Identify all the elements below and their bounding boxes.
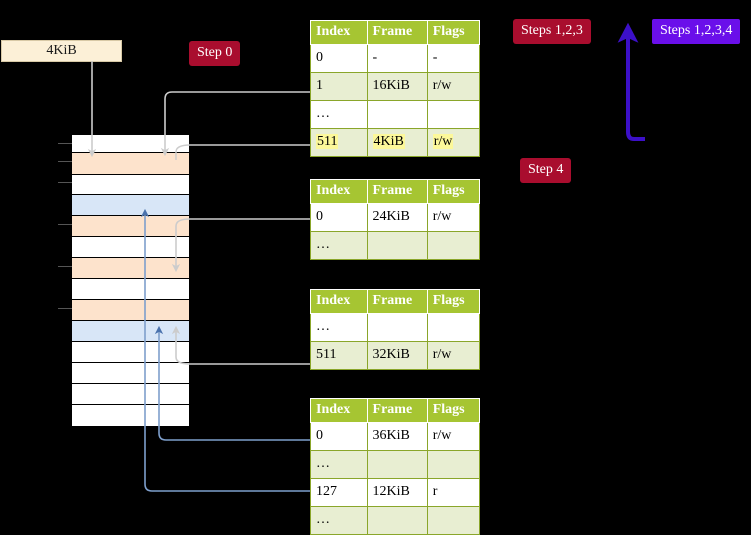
table-row: …	[310, 231, 481, 260]
cell-frame	[366, 231, 428, 260]
memory-frame-row	[72, 300, 189, 321]
cell-index: 511	[310, 128, 368, 157]
cell-frame	[366, 313, 428, 342]
mem-tick-mark	[58, 161, 72, 162]
cell-index: 0	[310, 422, 368, 451]
memory-frame-row	[72, 175, 189, 195]
memory-frame-row	[72, 279, 189, 300]
kib-box-label: 4KiB	[46, 43, 77, 58]
highlighted-value: 4KiB	[372, 134, 405, 149]
cell-index: …	[310, 313, 368, 342]
badge-label: Steps 1,2,3,4	[660, 23, 733, 38]
cell-flags	[426, 506, 481, 535]
cell-frame: -	[366, 44, 428, 73]
memory-frame-row	[72, 195, 189, 216]
mem-tick-mark	[58, 143, 72, 144]
virtual-page-4kib-box: 4KiB	[1, 40, 122, 62]
cell-flags: r/w	[426, 128, 481, 157]
cell-flags	[426, 100, 481, 129]
badge-steps-1234: Steps 1,2,3,4	[652, 19, 741, 44]
column-header-frame: Frame	[366, 289, 428, 314]
cell-flags: r/w	[426, 72, 481, 101]
table-row: …	[310, 506, 481, 535]
cell-frame: 16KiB	[366, 72, 428, 101]
cell-index: 127	[310, 478, 368, 507]
cell-flags: r/w	[426, 341, 481, 370]
mem-tick-mark	[58, 182, 72, 183]
cell-index: …	[310, 450, 368, 479]
column-header-index: Index	[310, 179, 368, 204]
bracket-arrow-violet	[617, 22, 645, 141]
column-header-flags: Flags	[426, 289, 481, 314]
mem-tick-mark	[58, 266, 72, 267]
cell-frame: 24KiB	[366, 203, 428, 232]
badge-label: Step 4	[528, 162, 564, 177]
cell-frame	[366, 506, 428, 535]
cell-index: 1	[310, 72, 368, 101]
column-header-flags: Flags	[426, 179, 481, 204]
cell-index: …	[310, 506, 368, 535]
cell-flags: r/w	[426, 422, 481, 451]
table-row: 511 4KiB r/w	[310, 128, 481, 157]
column-header-frame: Frame	[366, 20, 428, 45]
cell-flags: r	[426, 478, 481, 507]
cell-flags: -	[426, 44, 481, 73]
mem-tick-mark	[58, 308, 72, 309]
memory-frame-row	[72, 405, 189, 426]
cell-frame: 36KiB	[366, 422, 428, 451]
memory-frame-row	[72, 342, 189, 363]
memory-frame-row	[72, 237, 189, 258]
cell-flags	[426, 313, 481, 342]
cell-frame: 4KiB	[366, 128, 428, 157]
column-header-frame: Frame	[366, 179, 428, 204]
table-row: …	[310, 450, 481, 479]
cell-index: 0	[310, 44, 368, 73]
table-row: …	[310, 100, 481, 129]
highlighted-value: r/w	[432, 134, 454, 149]
memory-frame-row	[72, 384, 189, 405]
column-header-flags: Flags	[426, 20, 481, 45]
memory-frame-row	[72, 216, 189, 237]
memory-frame-row	[72, 258, 189, 279]
cell-flags	[426, 231, 481, 260]
cell-frame: 32KiB	[366, 341, 428, 370]
cell-index: …	[310, 100, 368, 129]
cell-index: …	[310, 231, 368, 260]
badge-label: Step 0	[197, 45, 233, 60]
mem-tick-mark	[58, 224, 72, 225]
badge-step-0: Step 0	[189, 41, 241, 66]
cell-flags	[426, 450, 481, 479]
column-header-index: Index	[310, 20, 368, 45]
column-header-flags: Flags	[426, 398, 481, 423]
column-header-index: Index	[310, 289, 368, 314]
cell-frame	[366, 100, 428, 129]
cell-frame: 12KiB	[366, 478, 428, 507]
column-header-frame: Frame	[366, 398, 428, 423]
cell-frame	[366, 450, 428, 479]
memory-frame-row	[72, 135, 189, 153]
table-row: 0--	[310, 44, 481, 73]
cell-index: 0	[310, 203, 368, 232]
memory-frame-row	[72, 321, 189, 342]
memory-frame-row	[72, 363, 189, 384]
cell-flags: r/w	[426, 203, 481, 232]
cell-index: 511	[310, 341, 368, 370]
table-row: …	[310, 313, 481, 342]
badge-step-4: Step 4	[520, 158, 572, 183]
badge-steps-123: Steps 1,2,3	[513, 19, 591, 44]
memory-frame-row	[72, 153, 189, 175]
column-header-index: Index	[310, 398, 368, 423]
badge-label: Steps 1,2,3	[521, 23, 583, 38]
physical-memory-column	[71, 134, 190, 426]
highlighted-value: 511	[316, 134, 339, 149]
